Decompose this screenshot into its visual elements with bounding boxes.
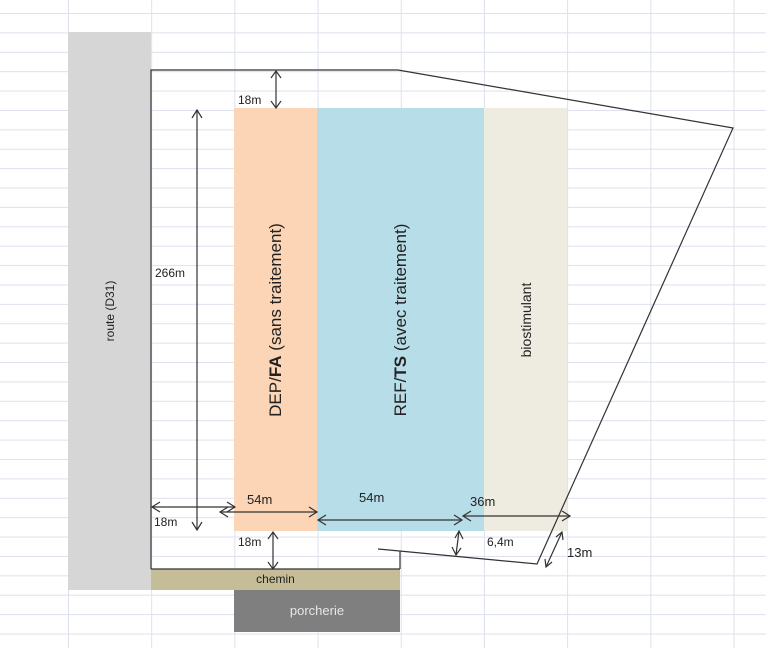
chemin-block: chemin — [151, 569, 400, 590]
dim-right-13m: 13m — [567, 545, 593, 560]
dim-bottom-18m: 18m — [238, 535, 262, 549]
dim-zone2-54m: 54m — [359, 490, 385, 505]
porcherie-label: porcherie — [289, 603, 345, 618]
dim-zone3-36m: 36m — [470, 494, 496, 509]
dim-zone1-54m: 54m — [247, 492, 273, 507]
dim-top-18m: 18m — [238, 93, 262, 107]
porcherie-block: porcherie — [234, 590, 400, 632]
dim-left-18m: 18m — [154, 515, 178, 529]
field-outline — [150, 69, 734, 569]
zone-biostimulant: biostimulant — [484, 108, 567, 531]
zone-ref-ts: REF/TS (avec traitement) — [317, 108, 484, 531]
dim-height-266m: 266m — [155, 266, 186, 280]
chemin-label: chemin — [256, 572, 295, 586]
route-block: route (D31) — [68, 32, 151, 590]
zone-dep-fa: DEP/FA (sans traitement) — [234, 108, 317, 531]
dim-gap-6-4m: 6,4m — [487, 535, 514, 549]
